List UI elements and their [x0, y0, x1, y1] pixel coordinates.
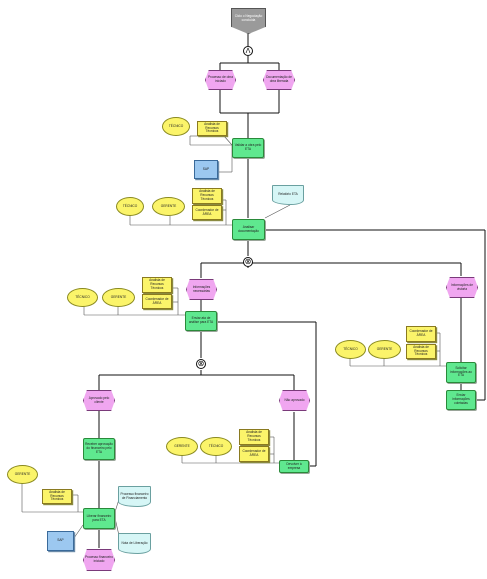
role-gerente: GERENTE	[152, 197, 185, 216]
org-coordenador: Coordenador de ÁREA	[142, 294, 172, 309]
role-gerente: GERENTE	[166, 437, 198, 456]
function-solicitar-informacoes: Solicitar informações ao ETA	[446, 362, 476, 383]
org-analista: Analista de Recursos Técnicos	[192, 188, 222, 204]
org-coordenador: Coordenador de ÁREA	[406, 326, 436, 342]
xor-gateway: ⊗	[243, 257, 253, 267]
role-tecnico: TÉCNICO	[335, 340, 366, 359]
role-gerente: GERENTE	[368, 340, 401, 359]
event-processo-financeiro: Processo financeiro iniciado	[83, 549, 115, 571]
org-coordenador: Coordenador de ÁREA	[192, 205, 222, 220]
function-enviar-informacoes: Enviar informações coletadas	[446, 390, 476, 410]
system-sap: SAP	[194, 160, 218, 179]
org-analista: Analista de Recursos Técnicos	[42, 489, 72, 504]
org-analista: Analista de Recursos Técnicos	[239, 429, 269, 445]
event-nao-aprovado: Não aprovado	[279, 390, 310, 411]
document-processo-financeiro: Processo financeiro de Financiamento	[118, 486, 151, 507]
role-tecnico: TÉCNICO	[116, 197, 144, 216]
org-analista: Analista de Recursos Técnicos	[197, 121, 227, 136]
function-analisar-documentacao: Analisar documentação	[232, 219, 265, 240]
function-devolver-empresa: Devolver à empresa	[279, 460, 309, 473]
document-relatorio-eta: Relatório ETA	[272, 185, 304, 205]
event-aprovado: Aprovado pelo cliente	[83, 390, 115, 411]
and-gateway: Λ	[243, 46, 253, 56]
function-receber-aprovacao: Receber aprovação do financeiro pelo ETA	[83, 438, 115, 460]
role-gerente: GERENTE	[7, 465, 38, 484]
document-nota-fiscal: Nota de Liberação	[118, 533, 151, 554]
xor-gateway: ⊗	[196, 359, 206, 369]
org-analista: Analista de Recursos Técnicos	[142, 277, 172, 293]
org-coordenador: Coordenador de ÁREA	[239, 446, 269, 462]
role-gerente: GERENTE	[102, 288, 135, 307]
event-informacoes-necessarias: Informações necessárias	[186, 279, 217, 300]
role-tecnico: TÉCNICO	[200, 437, 232, 456]
function-liberar-financeiro: Liberar financeiro para ETA	[83, 508, 115, 529]
role-tecnico: TÉCNICO	[162, 117, 190, 136]
event-informacoes-vistoria: Informações de vistoria	[446, 277, 478, 298]
event-obra-iniciada: Processo de obra iniciado	[205, 70, 236, 90]
system-sap: SAP	[47, 531, 74, 551]
org-analista: Analista de Recursos Técnicos	[406, 344, 436, 359]
function-enviar-ata: Enviar ata de análise para ETA	[185, 311, 217, 331]
event-documentacao-liberada: Documentação de obra liberada	[263, 70, 295, 90]
function-validar-obra: Validar a obra pelo ETA	[232, 138, 264, 158]
role-tecnico: TÉCNICO	[67, 288, 98, 307]
